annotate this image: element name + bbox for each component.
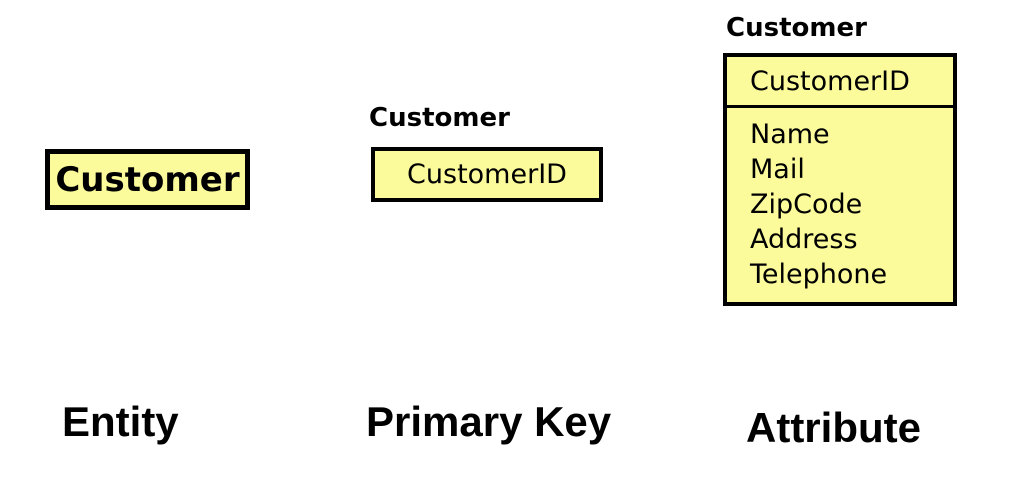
attribute-list: Name Mail ZipCode Address Telephone bbox=[727, 108, 953, 302]
attribute-row: Address bbox=[750, 224, 858, 255]
entity-box-label: Customer bbox=[55, 159, 240, 200]
primary-key-caption: Primary Key bbox=[366, 398, 612, 445]
attribute-table-title: Customer bbox=[726, 13, 867, 43]
entity-box: Customer bbox=[45, 149, 250, 210]
attribute-row: ZipCode bbox=[750, 189, 863, 220]
attribute-caption: Attribute bbox=[746, 404, 921, 451]
primary-key-table-title: Customer bbox=[369, 103, 510, 133]
attribute-pk-field: CustomerID bbox=[750, 65, 910, 97]
primary-key-box: CustomerID bbox=[371, 147, 603, 202]
attribute-box-header: CustomerID bbox=[727, 57, 953, 108]
attribute-row: Name bbox=[750, 119, 830, 150]
attribute-row: Mail bbox=[750, 154, 805, 185]
primary-key-field: CustomerID bbox=[407, 159, 567, 190]
attribute-row: Telephone bbox=[750, 259, 888, 290]
attribute-box: CustomerID Name Mail ZipCode Address Tel… bbox=[723, 53, 957, 306]
entity-caption: Entity bbox=[62, 398, 179, 445]
